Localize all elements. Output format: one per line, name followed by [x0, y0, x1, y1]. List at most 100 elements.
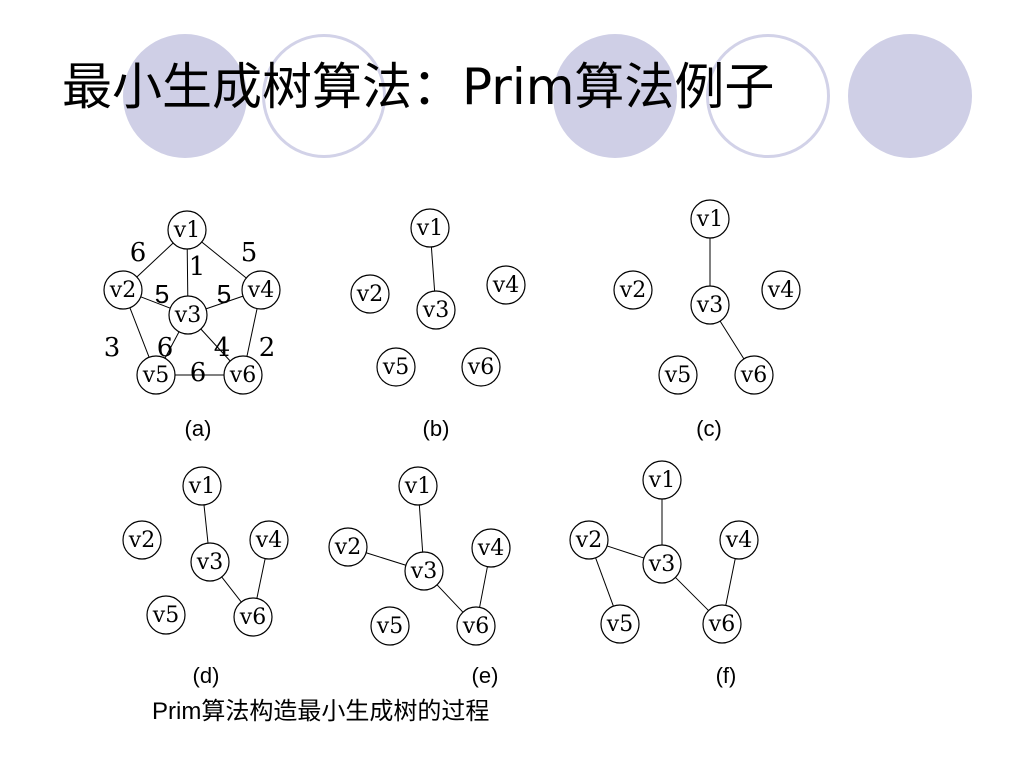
edge-e-v2-v3: [365, 552, 407, 566]
node-f-v3: v3: [642, 544, 682, 584]
edge-d-v1-v3: [203, 504, 209, 544]
node-b-v2: v2: [350, 274, 390, 314]
svg-text:v3: v3: [422, 298, 449, 323]
node-e-v3: v3: [404, 551, 444, 591]
node-e-v4: v4: [471, 528, 511, 568]
svg-text:v1: v1: [188, 474, 215, 499]
node-a-v2: v2: [103, 270, 143, 310]
node-a-v5: v5: [136, 355, 176, 395]
svg-text:v4: v4: [477, 536, 504, 561]
svg-text:v5: v5: [152, 603, 179, 628]
edge-e-v4-v6: [479, 566, 488, 608]
node-c-v6: v6: [734, 355, 774, 395]
svg-text:v2: v2: [356, 282, 383, 307]
svg-text:v2: v2: [128, 528, 155, 553]
figure-caption: Prim算法构造最小生成树的过程: [152, 698, 490, 725]
node-c-v2: v2: [613, 270, 653, 310]
decor-circle-4: [706, 34, 830, 158]
svg-text:v3: v3: [174, 303, 201, 328]
panel-label-e: (e): [472, 663, 499, 688]
node-f-v2: v2: [569, 520, 609, 560]
edge-d-v3-v6: [221, 576, 242, 603]
panel-label-c: (c): [696, 416, 722, 441]
edge-weight-v1-v4: 5: [241, 238, 258, 268]
svg-text:v1: v1: [696, 207, 723, 232]
node-c-v1: v1: [690, 199, 730, 239]
edge-f-v2-v5: [595, 557, 614, 607]
svg-text:v3: v3: [410, 559, 437, 584]
panel-label-f: (f): [716, 663, 737, 688]
node-a-v6: v6: [223, 355, 263, 395]
edge-e-v1-v3: [418, 504, 424, 553]
svg-text:v5: v5: [606, 612, 633, 637]
node-a-v4: v4: [241, 270, 281, 310]
svg-text:v6: v6: [462, 614, 489, 639]
panel-f: v1 v2 v3 v4 v5 v6 (f): [569, 460, 759, 688]
node-c-v3: v3: [690, 285, 730, 325]
node-c-v5: v5: [658, 355, 698, 395]
node-e-v2: v2: [328, 527, 368, 567]
panel-label-b: (b): [423, 416, 450, 441]
svg-text:v4: v4: [247, 278, 274, 303]
svg-text:v2: v2: [619, 278, 646, 303]
edge-weight-v3-v5: 6: [157, 333, 174, 363]
svg-text:v4: v4: [492, 273, 519, 298]
edge-weight-v3-v4: 5: [217, 279, 231, 309]
svg-text:v5: v5: [382, 355, 409, 380]
edge-weight-v4-v6: 2: [259, 333, 276, 363]
node-e-v1: v1: [398, 466, 438, 506]
edge-d-v4-v6: [256, 558, 266, 599]
panel-c: v1 v2 v3 v4 v5 v6 (c): [613, 199, 801, 441]
svg-text:v6: v6: [708, 612, 735, 637]
edge-a-v2-v3: [140, 296, 171, 309]
node-c-v4: v4: [761, 270, 801, 310]
svg-text:v6: v6: [740, 363, 767, 388]
edge-f-v3-v6: [675, 577, 709, 611]
edge-a-v2-v5: [129, 307, 150, 358]
edge-b-v1-v3: [430, 246, 436, 292]
node-a-v3: v3: [168, 295, 208, 335]
svg-text:v6: v6: [239, 605, 266, 630]
edge-a-v3-v5: [164, 331, 180, 359]
svg-text:v4: v4: [725, 528, 752, 553]
panel-label-a: (a): [185, 416, 212, 441]
node-a-v1: v1: [167, 210, 207, 250]
edge-f-v2-v3: [606, 545, 645, 559]
node-b-v1: v1: [410, 208, 450, 248]
svg-text:v4: v4: [255, 528, 282, 553]
edge-weight-v2-v5: 3: [104, 333, 121, 363]
node-f-v4: v4: [719, 520, 759, 560]
node-d-v2: v2: [122, 520, 162, 560]
edge-a-v1-v4: [201, 241, 247, 279]
decor-circle-3: [553, 34, 677, 158]
svg-text:v1: v1: [173, 218, 200, 243]
svg-text:v4: v4: [767, 278, 794, 303]
decor-circle-1: [123, 34, 247, 158]
edge-c-v3-v6: [719, 320, 745, 360]
panel-e: v1 v2 v3 v4 v5 v6 (e): [328, 466, 511, 688]
edge-weight-v2-v3: 5: [155, 279, 169, 309]
svg-text:v5: v5: [376, 614, 403, 639]
node-b-v6: v6: [461, 347, 501, 387]
svg-text:v3: v3: [696, 293, 723, 318]
node-e-v5: v5: [370, 606, 410, 646]
node-d-v3: v3: [190, 542, 230, 582]
svg-text:v6: v6: [229, 363, 256, 388]
node-f-v1: v1: [642, 460, 682, 500]
edge-a-v1-v3: [186, 248, 189, 297]
edge-weight-v1-v3: 1: [189, 252, 206, 282]
node-d-v4: v4: [249, 520, 289, 560]
node-d-v1: v1: [182, 466, 222, 506]
decor-circle-2: [262, 34, 386, 158]
panel-b: v1 v2 v3 v4 v5 v6 (b): [350, 208, 526, 441]
svg-text:v2: v2: [575, 528, 602, 553]
svg-text:v1: v1: [404, 474, 431, 499]
edge-f-v4-v6: [725, 558, 736, 606]
svg-text:v5: v5: [142, 363, 169, 388]
edge-a-v1-v2: [136, 242, 174, 278]
node-d-v5: v5: [146, 595, 186, 635]
edge-e-v3-v6: [436, 584, 464, 613]
